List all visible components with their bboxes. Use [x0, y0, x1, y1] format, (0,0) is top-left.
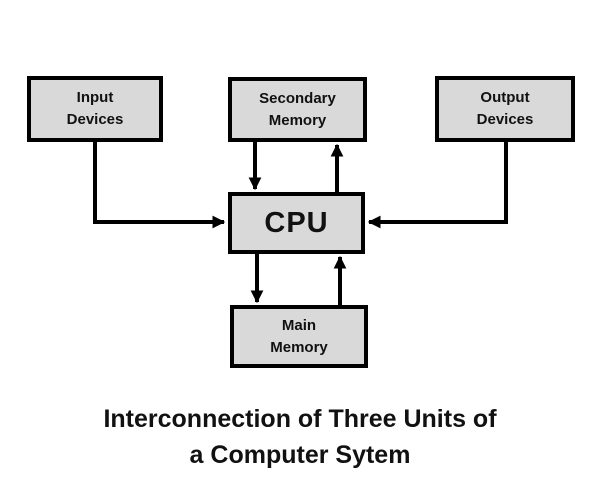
diagram-title-line1: Interconnection of Three Units of: [103, 405, 497, 433]
node-output-devices: Output Devices: [435, 76, 575, 142]
node-main-memory-label-line2: Memory: [270, 338, 328, 356]
node-input-devices-label-line1: Input: [76, 89, 114, 106]
node-main-memory: Main Memory: [230, 305, 368, 368]
node-output-devices-label-line1: Output: [480, 89, 530, 106]
node-cpu-label: CPU: [264, 206, 329, 239]
node-input-devices-label-line2: Devices: [66, 111, 124, 128]
node-input-devices: Input Devices: [27, 76, 163, 142]
edge-output-to-cpu: [367, 142, 508, 229]
edge-input-to-cpu: [93, 142, 226, 229]
diagram-title: Interconnection of Three Units of a Comp…: [0, 401, 600, 473]
node-main-memory-label-line1: Main: [281, 316, 317, 334]
node-secondary-memory: Secondary Memory: [228, 77, 367, 142]
node-secondary-memory-label-line2: Memory: [268, 111, 327, 129]
diagram-title-line2: a Computer Sytem: [189, 441, 411, 469]
node-output-devices-label-line2: Devices: [476, 111, 534, 128]
node-cpu: CPU: [228, 192, 365, 254]
node-secondary-memory-label-line1: Secondary: [259, 89, 336, 107]
